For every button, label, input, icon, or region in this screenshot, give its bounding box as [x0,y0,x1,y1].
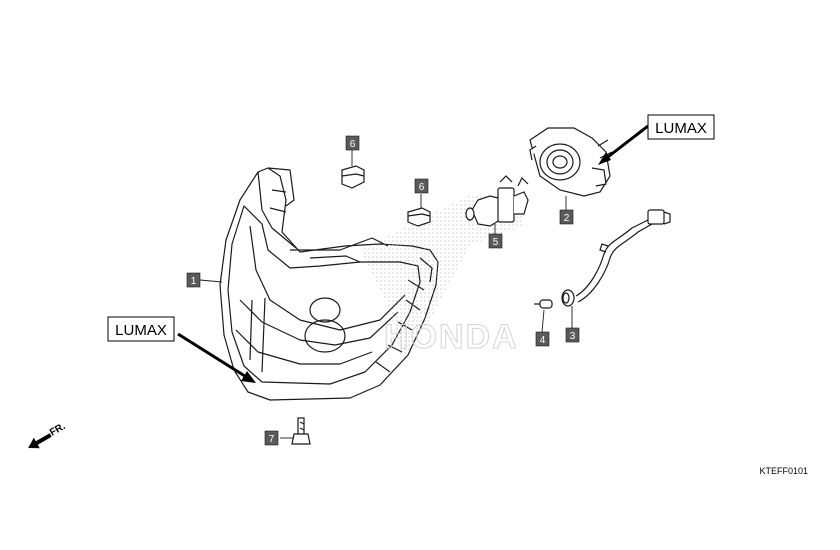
brand-pointers [177,124,649,383]
callout-1: 1 [186,272,201,288]
brand-label-lower-text: LUMAX [115,322,167,339]
callout-4-number: 4 [540,335,546,346]
callout-6-upper-number: 6 [350,139,356,150]
front-direction-label: FR. [48,421,68,439]
callout-5-number: 5 [493,237,499,248]
callout-1-number: 1 [191,276,197,287]
diagram-code: KTEFF0101 [759,466,808,476]
callout-7-number: 7 [269,434,275,445]
bolt-drawing [291,417,311,445]
headlight-bulb-drawing [465,175,529,227]
callout-6-upper: 6 [345,135,360,151]
brand-label-upper-text: LUMAX [655,120,707,137]
callout-3-number: 3 [570,331,576,342]
leader-lines [199,150,573,439]
brand-label-lower: LUMAX [107,316,175,342]
callout-4: 4 [535,331,550,347]
callout-2: 2 [559,209,574,225]
brand-label-upper: LUMAX [647,114,715,140]
callout-6-lower-number: 6 [419,182,425,193]
position-bulb-drawing [534,299,553,309]
callout-5: 5 [488,233,503,249]
callout-3: 3 [565,327,580,343]
callout-2-number: 2 [564,213,570,224]
callout-6-lower: 6 [414,178,429,194]
socket-cover-drawing [529,127,613,197]
front-direction-indicator: FR. [28,421,68,449]
grommet-lower-drawing [407,207,431,227]
callout-7: 7 [264,430,279,446]
front-arrow-icon [28,433,52,449]
harness-drawing [561,209,671,307]
grommet-upper-drawing [341,165,365,189]
assembly-shading [360,195,525,360]
